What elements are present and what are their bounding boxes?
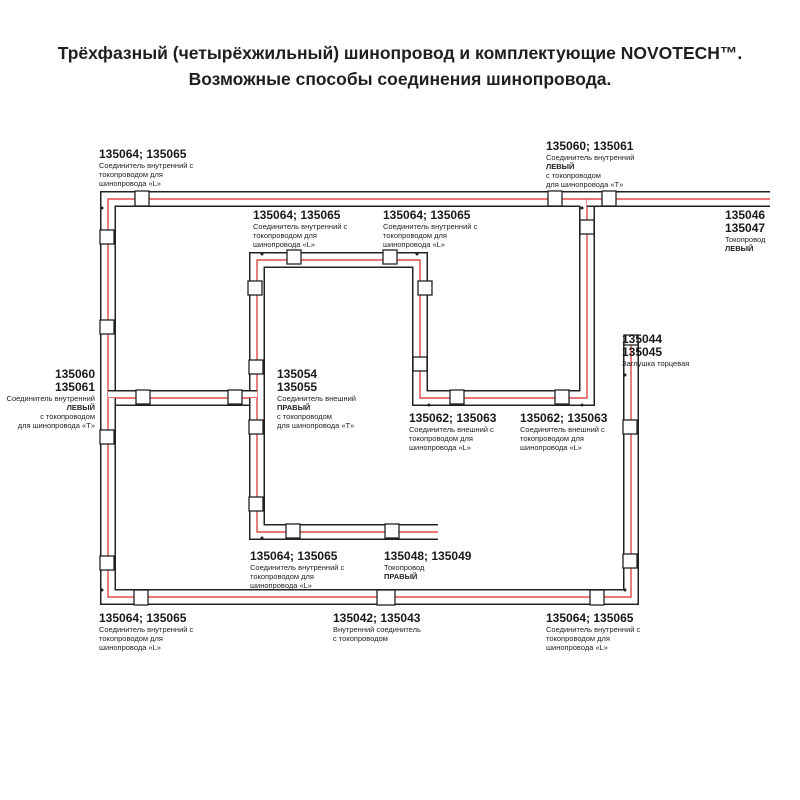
label-left-t-connector: 135060 135061 Соединитель внутренний ЛЕВ… xyxy=(6,367,95,431)
title-line-2: Возможные способы соединения шинопровода… xyxy=(188,69,612,89)
screw-dot-5 xyxy=(415,252,419,256)
label-bottom-right: 135064; 135065 Соединитель внутренний с … xyxy=(546,611,641,653)
connector-box-ext-l-1-v xyxy=(412,356,428,372)
connector-box-bottom-right-v xyxy=(622,553,638,569)
label-bottom-left: 135064; 135065 Соединитель внутренний с … xyxy=(99,611,194,653)
label-bottom-mid: 135042; 135043 Внутренний соединитель с … xyxy=(333,611,421,644)
label-power-right: 135048; 135049 Токопровод ПРАВЫЙ xyxy=(384,549,472,582)
screw-dot-2 xyxy=(580,206,584,210)
connector-box-right-v xyxy=(579,219,595,235)
label-top-left: 135064; 135065 Соединитель внутренний с … xyxy=(99,147,194,189)
connector-box-t-top xyxy=(601,190,617,207)
connector-box-bottom-mid xyxy=(376,589,396,606)
connector-box-left-v-mid xyxy=(99,319,115,335)
connector-markers xyxy=(99,190,639,606)
screw-dot-3 xyxy=(580,403,584,407)
screw-dot-6 xyxy=(260,536,264,540)
label-end-power-left: 135046 135047 Токопровод ЛЕВЫЙ xyxy=(725,208,766,254)
connector-box-ext-l-2 xyxy=(554,389,570,405)
page-title: Трёхфазный (четырёхжильный) шинопровод и… xyxy=(0,40,800,92)
connector-box-center-t-left xyxy=(227,389,243,405)
connector-box-ext-l-1 xyxy=(449,389,465,405)
connector-box-top-left xyxy=(134,190,150,207)
track-center-run xyxy=(249,398,438,540)
label-mid-l-connector: 135064; 135065 Соединитель внутренний с … xyxy=(250,549,345,591)
connector-box-left-v-top xyxy=(99,229,115,245)
connector-box-inner-right-v xyxy=(417,280,433,296)
screw-dot-1 xyxy=(100,588,104,592)
connector-box-bottom-left xyxy=(133,589,149,606)
connector-box-bottom-left-v xyxy=(99,555,115,571)
label-inner-left: 135064; 135065 Соединитель внутренний с … xyxy=(253,208,348,250)
connector-box-center-t-v2 xyxy=(248,419,264,435)
label-external-l-1: 135062; 135063 Соединитель внешний с ток… xyxy=(409,411,497,453)
label-inner-right: 135064; 135065 Соединитель внутренний с … xyxy=(383,208,478,250)
screw-dot-9 xyxy=(623,373,627,377)
screw-dot-0 xyxy=(100,206,104,210)
track-layout xyxy=(100,191,770,605)
connector-box-power-right xyxy=(384,523,400,539)
label-top-right: 135060; 135061 Соединитель внутренний ЛЕ… xyxy=(546,139,635,190)
track-top-loop xyxy=(100,191,595,406)
connector-box-bottom-right xyxy=(589,589,605,606)
label-external-l-2: 135062; 135063 Соединитель внешний с ток… xyxy=(520,411,608,453)
connector-box-inner-left-v xyxy=(247,280,263,296)
connector-box-left-lower xyxy=(99,429,115,445)
end-cap-box xyxy=(623,334,639,346)
label-center-t-connector: 135054 135055 Соединитель внешний ПРАВЫЙ… xyxy=(277,367,356,431)
connector-box-right-lower-v xyxy=(622,419,638,435)
connector-box-inner-right xyxy=(382,249,398,265)
screw-dot-4 xyxy=(260,252,264,256)
connector-box-left-t xyxy=(135,389,151,405)
connector-box-mid-l-v xyxy=(248,496,264,512)
screw-dot-7 xyxy=(427,403,431,407)
connector-box-inner-left xyxy=(286,249,302,265)
connector-box-mid-l-h xyxy=(285,523,301,539)
track-bottom-loop xyxy=(100,342,639,605)
connector-box-top-right xyxy=(547,190,563,207)
label-end-cap: 135044 135045 Заглушка торцевая xyxy=(622,332,690,369)
screw-dot-8 xyxy=(623,588,627,592)
connector-box-center-t-v xyxy=(248,359,264,375)
title-line-1: Трёхфазный (четырёхжильный) шинопровод и… xyxy=(57,43,743,63)
